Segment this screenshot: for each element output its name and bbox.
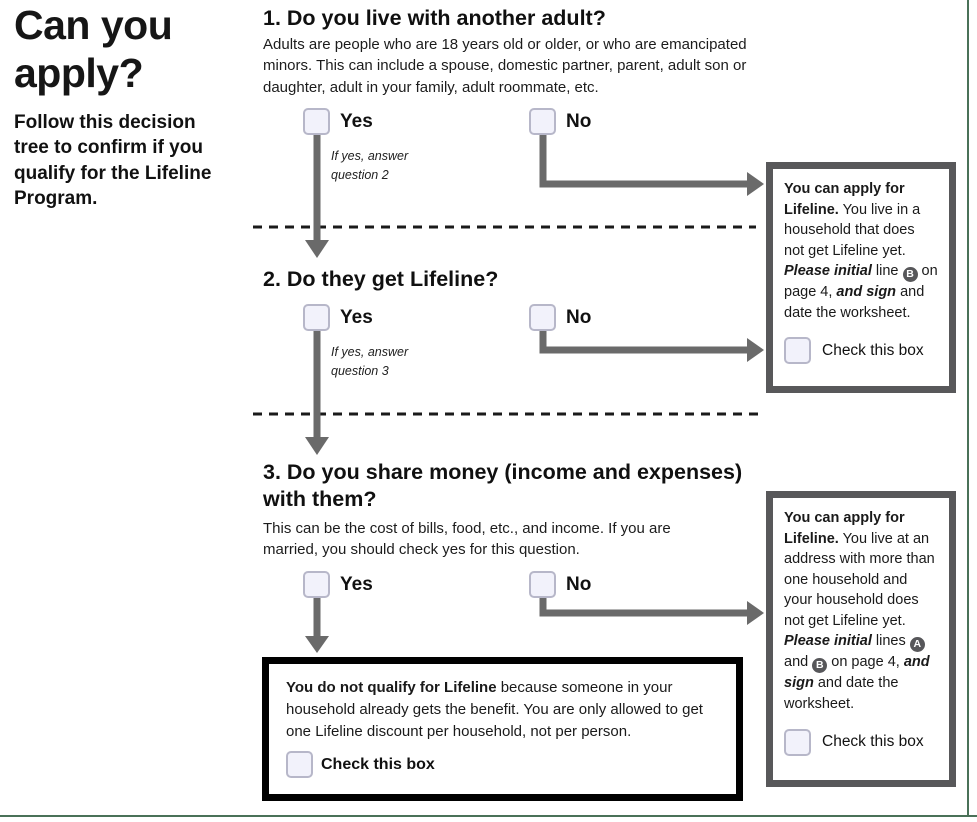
arrow-q1-no-head-icon [747, 172, 764, 196]
q1-yes-note: If yes, answer question 2 [331, 149, 409, 182]
outcome-box-apply-single-household: You can apply for Lifeline. You live in … [766, 162, 956, 393]
q2-no-checkbox[interactable] [529, 304, 556, 331]
line-a-badge-icon: A [909, 637, 925, 653]
outcome-box-2-please-initial: Please initial [784, 633, 872, 650]
outcome-box-2-between-badges: and [784, 654, 813, 671]
outcome-box-2-body: You live at an address with more than on… [784, 530, 935, 629]
arrow-q3-yes-head-icon [305, 636, 329, 653]
outcome-box-1-please-initial: Please initial [784, 263, 872, 280]
q3-no-checkbox[interactable] [529, 571, 556, 598]
q1-no-label: No [566, 111, 592, 132]
disqualify-box-body: because someone in your household alread… [286, 679, 703, 740]
outcome-box-2-and-sign: and sign [784, 654, 930, 692]
question-2-title: 2. Do they get Lifeline? [263, 267, 499, 291]
outcome-box-2-text: You can apply for Lifeline. You live at … [784, 508, 938, 715]
outcome-box-2-checkbox-label: Check this box [822, 733, 924, 751]
outcome-box-1-tail: and date the worksheet. [784, 284, 925, 321]
page-title: Can you apply? [14, 2, 173, 96]
outcome-box-1-text: You can apply for Lifeline. You live in … [784, 179, 938, 323]
outcome-box-2-lead: You can apply for Lifeline. [784, 510, 905, 547]
q2-no-label: No [566, 307, 592, 328]
outcome-box-1-after-badge: on page 4, [784, 263, 938, 301]
page-subtitle: Follow this decision tree to confirm if … [14, 112, 212, 210]
arrow-q2-yes-head-icon [305, 437, 329, 455]
outcome-box-apply-multi-household: You can apply for Lifeline. You live at … [766, 491, 956, 787]
q3-yes-checkbox[interactable] [303, 571, 330, 598]
q1-no-checkbox[interactable] [529, 108, 556, 135]
outcome-box-1-and-sign: and sign [836, 284, 897, 301]
q2-yes-note: If yes, answer question 3 [331, 345, 409, 378]
outcome-box-1-lead: You can apply for Lifeline. [784, 181, 905, 218]
line-b-badge-icon: B [812, 658, 828, 674]
disqualify-box-check-row: Check this box [286, 751, 719, 779]
page-right-border-line [967, 0, 969, 817]
outcome-box-2-tail: and date the worksheet. [784, 675, 899, 712]
page-bottom-border-line [0, 815, 977, 817]
arrow-q1-no-stem [539, 133, 747, 188]
question-3-description: This can be the cost of bills, food, etc… [263, 520, 671, 559]
question-3-title: 3. Do you share money (income and expens… [263, 460, 743, 511]
q2-yes-label: Yes [340, 307, 373, 328]
arrow-q2-no-head-icon [747, 338, 764, 362]
outcome-box-2-line-prefix: lines [871, 633, 910, 650]
outcome-box-1-checkbox[interactable] [784, 337, 811, 365]
question-1-title: 1. Do you live with another adult? [263, 6, 606, 30]
arrow-q3-no-stem [539, 596, 747, 617]
q1-yes-checkbox[interactable] [303, 108, 330, 135]
outcome-box-1-line-prefix: line [871, 263, 903, 280]
outcome-box-1-check-row: Check this box [784, 337, 938, 365]
q3-no-label: No [566, 574, 592, 595]
disqualify-box: You do not qualify for Lifeline because … [262, 657, 743, 801]
question-1-description: Adults are people who are 18 years old o… [263, 36, 747, 96]
outcome-box-1-checkbox-label: Check this box [822, 341, 924, 359]
arrow-q1-yes-head-icon [305, 240, 329, 258]
disqualify-box-text: You do not qualify for Lifeline because … [286, 677, 719, 742]
outcome-box-1-body: You live in a household that does not ge… [784, 201, 921, 259]
outcome-box-2-check-row: Check this box [784, 728, 938, 756]
q3-yes-label: Yes [340, 574, 373, 595]
outcome-box-2-after-badge: on page 4, [827, 654, 904, 671]
q1-yes-label: Yes [340, 111, 373, 132]
q2-yes-checkbox[interactable] [303, 304, 330, 331]
outcome-box-2-checkbox[interactable] [784, 728, 811, 756]
disqualify-box-lead: You do not qualify for Lifeline [286, 679, 497, 696]
arrow-q2-no-stem [539, 329, 747, 354]
disqualify-box-checkbox-label: Check this box [321, 755, 435, 773]
arrow-q3-no-head-icon [747, 601, 764, 625]
disqualify-box-checkbox[interactable] [286, 751, 313, 779]
line-b-badge-icon: B [902, 267, 918, 283]
